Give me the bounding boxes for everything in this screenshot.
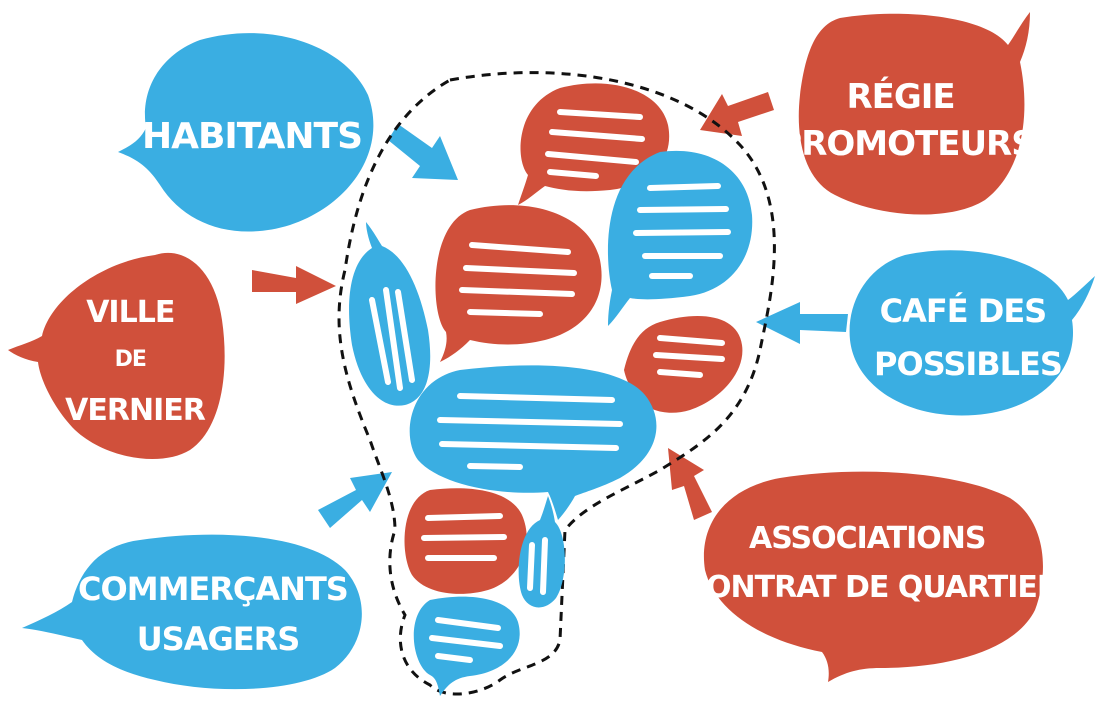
label-habitants: HABITANTS: [142, 116, 362, 157]
inner-bubble-6: [409, 365, 657, 520]
label-associations-contrat: ASSOCIATIONS CONTRAT DE QUARTIER: [685, 521, 1060, 605]
arrow-associations: [668, 448, 712, 520]
inner-bubble-3: [435, 205, 602, 362]
bubble-habitants: HABITANTS: [118, 33, 374, 232]
label-ville-line-1: VILLE: [86, 295, 174, 330]
bubble-commercants-usagers: COMMERÇANTS USAGERS: [22, 534, 362, 690]
bubble-regie-promoteurs: RÉGIE PROMOTEURS: [777, 12, 1036, 215]
label-commercants-line-2: USAGERS: [137, 620, 300, 658]
label-cafe-des-possibles: CAFÉ DES POSSIBLES: [874, 292, 1062, 383]
arrow-cafe: [756, 302, 848, 344]
label-cafe-line-1: CAFÉ DES: [880, 292, 1047, 330]
arrow-ville: [252, 266, 336, 304]
label-ville-line-2: DE: [115, 347, 146, 372]
inner-bubble-8: [518, 496, 565, 608]
inner-bubble-5: [624, 315, 743, 413]
arrow-habitants: [388, 124, 458, 180]
label-associations-line-2: CONTRAT DE QUARTIER: [685, 570, 1060, 605]
label-cafe-line-2: POSSIBLES: [874, 345, 1062, 383]
label-commercants-line-1: COMMERÇANTS: [78, 570, 348, 608]
label-commercants-usagers: COMMERÇANTS USAGERS: [78, 570, 358, 658]
inner-bubble-4: [349, 222, 431, 406]
lightbulb-outline: [337, 71, 776, 696]
inner-bubble-7: [404, 488, 527, 594]
label-ville-de-vernier: VILLE DE VERNIER: [65, 295, 206, 428]
label-regie-line-1: RÉGIE: [846, 76, 954, 117]
label-ville-line-3: VERNIER: [65, 393, 206, 428]
bubble-cafe-des-possibles: CAFÉ DES POSSIBLES: [849, 250, 1095, 416]
bubble-associations-contrat-de-quartier: ASSOCIATIONS CONTRAT DE QUARTIER: [685, 471, 1061, 682]
label-associations-line-1: ASSOCIATIONS: [749, 521, 986, 556]
label-regie-promoteurs: RÉGIE PROMOTEURS: [777, 76, 1034, 164]
label-regie-line-2: PROMOTEURS: [777, 124, 1034, 164]
label-habitants-line-1: HABITANTS: [142, 116, 362, 157]
arrow-commercants: [318, 472, 392, 528]
arrow-regie: [700, 92, 774, 136]
inner-bubble-9: [413, 596, 520, 696]
bubble-ville-de-vernier: VILLE DE VERNIER: [8, 252, 225, 460]
inner-bubble-2: [607, 150, 753, 326]
